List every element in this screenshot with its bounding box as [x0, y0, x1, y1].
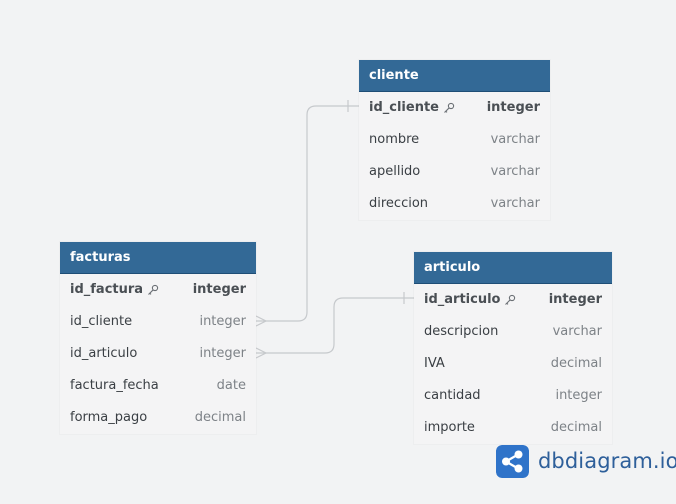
field-type: decimal — [550, 420, 602, 435]
field-row-id-articulo[interactable]: id_articulo integer — [414, 284, 612, 316]
field-type: integer — [192, 282, 246, 297]
field-row-id-cliente[interactable]: id_cliente integer — [359, 92, 550, 124]
field-row-forma-pago[interactable]: forma_pago decimal — [60, 402, 256, 434]
field-row-id-factura[interactable]: id_factura integer — [60, 274, 256, 306]
key-icon — [505, 294, 516, 305]
field-name: id_articulo — [70, 346, 138, 361]
field-row-factura-fecha[interactable]: factura_fecha date — [60, 370, 256, 402]
brand-name: dbdiagram.io — [538, 449, 676, 473]
field-type: varchar — [490, 164, 540, 179]
field-name: id_cliente — [369, 100, 439, 115]
key-icon — [148, 284, 159, 295]
field-name: descripcion — [424, 324, 499, 339]
field-name: nombre — [369, 132, 420, 147]
field-name: cantidad — [424, 388, 481, 403]
field-type: integer — [486, 100, 540, 115]
field-type: date — [216, 378, 246, 393]
field-type: integer — [548, 292, 602, 307]
share-nodes-icon — [496, 444, 529, 478]
field-name: id_factura — [70, 282, 144, 297]
field-name: forma_pago — [70, 410, 148, 425]
table-cliente[interactable]: cliente id_cliente integer nombre varcha… — [359, 60, 550, 220]
field-type: integer — [199, 346, 246, 361]
key-icon — [444, 102, 455, 113]
field-row-descripcion[interactable]: descripcion varchar — [414, 316, 612, 348]
many-marker-facturas-articulo — [255, 347, 268, 359]
field-type: varchar — [490, 196, 540, 211]
field-row-cantidad[interactable]: cantidad integer — [414, 380, 612, 412]
relationship-facturas-articulo[interactable] — [256, 297, 414, 354]
field-name: factura_fecha — [70, 378, 159, 393]
field-name: direccion — [369, 196, 429, 211]
field-name: id_cliente — [70, 314, 133, 329]
field-type: decimal — [194, 410, 246, 425]
field-type: varchar — [552, 324, 602, 339]
field-name: id_articulo — [424, 292, 501, 307]
field-name: apellido — [369, 164, 421, 179]
field-name: importe — [424, 420, 475, 435]
field-row-iva[interactable]: IVA decimal — [414, 348, 612, 380]
brand-watermark[interactable]: dbdiagram.io — [496, 444, 676, 478]
many-marker-facturas-cliente — [255, 315, 268, 327]
field-row-direccion[interactable]: direccion varchar — [359, 188, 550, 220]
field-row-id-cliente[interactable]: id_cliente integer — [60, 306, 256, 338]
table-header[interactable]: facturas — [60, 242, 256, 274]
field-row-apellido[interactable]: apellido varchar — [359, 156, 550, 188]
field-type: decimal — [550, 356, 602, 371]
field-row-nombre[interactable]: nombre varchar — [359, 124, 550, 156]
table-header[interactable]: articulo — [414, 252, 612, 284]
field-row-id-articulo[interactable]: id_articulo integer — [60, 338, 256, 370]
table-facturas[interactable]: facturas id_factura integer id_cliente i… — [60, 242, 256, 434]
relationship-facturas-cliente[interactable] — [256, 105, 359, 322]
field-type: integer — [199, 314, 246, 329]
table-articulo[interactable]: articulo id_articulo integer descripcion… — [414, 252, 612, 444]
table-header[interactable]: cliente — [359, 60, 550, 92]
field-type: varchar — [490, 132, 540, 147]
field-type: integer — [555, 388, 602, 403]
field-name: IVA — [424, 356, 445, 371]
field-row-importe[interactable]: importe decimal — [414, 412, 612, 444]
